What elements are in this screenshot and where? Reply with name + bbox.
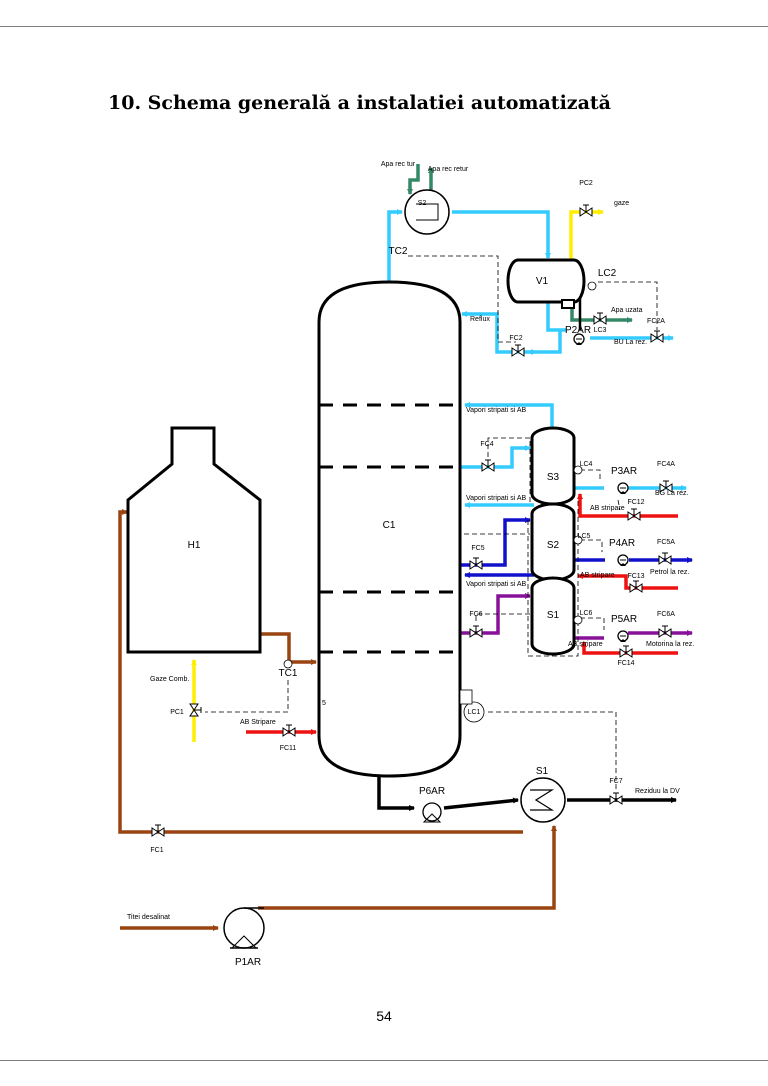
tag-lc3: LC3	[594, 327, 607, 334]
tag-tc2: TC2	[389, 246, 408, 257]
tag-tc1: TC1	[279, 668, 298, 679]
pump-p1ar	[223, 907, 265, 949]
stream-fuel-gas: Gaze Comb.	[150, 676, 189, 683]
label-p3ar: P3AR	[611, 466, 637, 477]
stream-cooling-out: Apa rec retur	[428, 166, 469, 173]
separator-v1	[506, 258, 586, 309]
tray-label: 5	[322, 700, 326, 707]
tag-pc1: PC1	[170, 709, 184, 716]
label-p4ar: P4AR	[609, 538, 635, 549]
tag-fc13: FC13	[627, 573, 644, 580]
page-number: 54	[376, 1008, 392, 1024]
tag-fc1: FC1	[150, 847, 163, 854]
label-s3: S3	[547, 472, 560, 483]
stream-ab-stripping-1: AB stripare	[590, 505, 625, 512]
tag-lc2: LC2	[598, 268, 617, 279]
instrument-bubbles	[283, 281, 597, 723]
heat-exchanger-s1	[520, 777, 566, 823]
tag-fc2: FC2	[509, 335, 522, 342]
tag-lc5: LC5	[578, 533, 591, 540]
stream-diesel-tank: Motorina la rez.	[646, 641, 694, 648]
stream-residue: Reziduu la DV	[635, 788, 680, 795]
tag-fc6a: FC6A	[657, 611, 675, 618]
label-p6ar: P6AR	[419, 786, 445, 797]
tag-fc14: FC14	[617, 660, 634, 667]
label-p1ar: P1AR	[235, 957, 261, 968]
stream-waste-water: Apa uzata	[611, 307, 643, 314]
tag-fc7: FC7	[609, 778, 622, 785]
label-h1: H1	[188, 540, 201, 551]
control-loops	[205, 255, 658, 790]
stream-cooling-in: Apa rec tur	[381, 161, 416, 168]
label-condenser: S2	[418, 200, 427, 207]
stream-ab-stripping-2: AB stripare	[580, 572, 615, 579]
stream-ab-stripping-3: AB stripare	[568, 641, 603, 648]
tag-lc4: LC4	[580, 461, 593, 468]
label-p2ar: P2AR	[565, 325, 591, 336]
tag-fc6: FC6	[469, 611, 482, 618]
stripper-s1	[530, 576, 576, 656]
label-s1: S1	[547, 610, 560, 621]
pump-p5ar-icon	[617, 630, 629, 643]
condenser-s2	[404, 189, 450, 235]
stream-petrol-tank: Petrol la rez.	[650, 569, 689, 576]
tag-fc5: FC5	[471, 545, 484, 552]
stream-vapors-2: Vapori stripati si AB	[466, 495, 527, 502]
section-heading: 10. Schema generală a instalatiei automa…	[108, 92, 611, 114]
tag-fc11: FC11	[280, 745, 297, 752]
label-p5ar: P5AR	[611, 614, 637, 625]
stream-ab-stripping-col: AB Stripare	[240, 719, 276, 726]
page-top-rule	[0, 26, 768, 27]
stream-vapors-1: Vapori stripati si AB	[466, 407, 527, 414]
tag-fc5a: FC5A	[657, 539, 675, 546]
label-v1: V1	[536, 276, 549, 287]
pump-p6ar	[422, 802, 442, 823]
label-s2: S2	[547, 540, 560, 551]
tag-fc12: FC12	[627, 499, 644, 506]
tag-lc6: LC6	[580, 610, 593, 617]
stream-feed: Titei desalinat	[127, 914, 170, 921]
instrument-labels: TC2 PC2 LC2 LC3 FC2A FC2 FC4 LC4 FC4A FC…	[150, 180, 675, 854]
label-exchanger: S1	[536, 766, 549, 777]
tag-pc2: PC2	[579, 180, 593, 187]
tag-fc4a: FC4A	[657, 461, 675, 468]
stream-gas: gaze	[614, 200, 629, 207]
stripper-s3	[530, 426, 576, 506]
pump-p3ar-icon	[617, 482, 629, 495]
tag-fc4: FC4	[480, 441, 493, 448]
stream-labels: Apa rec tur Apa rec retur gaze Apa uzata…	[127, 161, 694, 921]
stream-bu-tank: BU La rez.	[614, 339, 647, 346]
pump-p4ar-icon	[617, 554, 629, 567]
tag-lc1: LC1	[468, 709, 481, 716]
equipment-labels: C1 H1 V1 S2 S3 S2 S1 S1 P1AR P6AR P2AR P…	[188, 200, 637, 968]
stream-bg-tank: BG La rez.	[655, 490, 689, 497]
tag-fc2a: FC2A	[647, 318, 665, 325]
label-c1: C1	[383, 520, 396, 531]
stream-reflux: Reflux	[470, 316, 490, 323]
furnace-h1	[126, 426, 262, 654]
page-bottom-rule	[0, 1060, 768, 1061]
column-c1	[317, 280, 462, 778]
stream-vapors-3: Vapori stripati si AB	[466, 581, 527, 588]
